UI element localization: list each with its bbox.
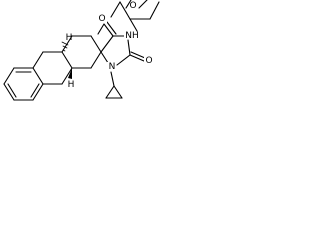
bond-benzo-6 [3,83,15,101]
n-acyl-label: N [109,62,116,72]
benzo-ring [3,67,44,101]
nh-bg [124,31,140,41]
bond-n-cpr [110,71,115,87]
bond-cpr-1 [105,85,115,99]
bond-benzo-inner-3 [30,83,40,98]
bond-benzo-inner-2 [7,83,17,98]
bond-co-2 [106,21,117,35]
bond-cyc-1 [61,35,73,53]
bond-ome-left-me [97,23,105,35]
hash-top-2 [62,45,68,49]
molecule-structure-diagram: H H O NH O N [3,0,160,101]
nh-label: NH [125,31,139,41]
bond-co-1 [103,23,114,37]
bond-cyc-3 [90,35,102,53]
bond-mid-1 [32,51,44,69]
bond-ar-1 [119,1,131,20]
bond-benzo-4 [32,83,44,101]
bond-mid-3 [61,51,73,69]
bond-ome-top-me [138,0,148,9]
hash-top-1 [62,49,66,52]
o-acetyl-bg [144,56,153,66]
bond-nh-aryl [129,18,138,32]
o-acetyl-label: O [145,56,152,66]
h-label-bottom: H [68,80,75,90]
bond-cpr-3 [113,85,123,99]
bond-benzo-1 [3,67,15,85]
bond-benzo-3 [32,67,44,85]
bond-ome-left-o [110,1,121,18]
amide-group: O NH [98,14,140,53]
wedge-bottom [68,68,72,79]
o-amide-bg [98,14,107,24]
cyclohexane-ring [61,35,102,69]
n-acyl-bg [107,62,116,72]
bond-ar-3 [149,1,160,20]
bond-acetyl-co-2 [130,51,146,59]
bond-cyc-4 [90,51,102,69]
bond-acetyl-co-1 [129,54,145,62]
bond-acetyl-me [127,39,131,56]
dimethoxyphenyl-ring [119,1,160,32]
bond-mid-4 [61,67,73,85]
h-label-top: H [66,33,73,43]
methoxy-left [97,1,121,35]
stereo-h-top: H [61,33,73,52]
o-amide-label: O [98,14,105,24]
middle-ring [32,51,73,85]
bond-ome-top-o [125,0,132,9]
methoxy-top: O [125,0,148,11]
o-methoxy-top-label: O [129,1,136,11]
hash-top-3 [61,41,69,46]
stereo-h-bottom: H [68,68,75,90]
bond-n-acetylc [116,54,131,66]
n-acetyl-cyclopropyl: N O [100,39,153,99]
bond-c-carbonyl [100,35,114,53]
